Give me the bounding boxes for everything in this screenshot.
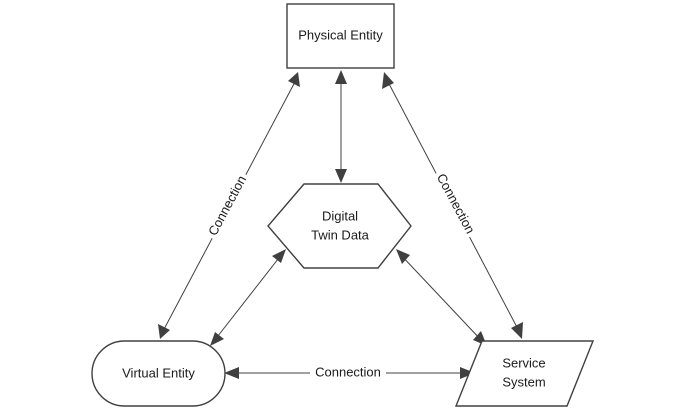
virtual-entity-label: Virtual Entity [122,365,195,380]
edge-digital-virtual [213,253,283,342]
arrowhead [272,249,286,263]
node-digital-twin-data: Digital Twin Data [267,183,412,269]
arrowheads [158,70,523,379]
arrowhead [335,169,347,183]
arrowhead [511,322,523,339]
arrowhead [335,70,347,84]
digital-twin-data-label-line2: Twin Data [311,227,370,242]
edge-label-physical-virtual: Connection [205,173,249,238]
arrowhead [396,249,410,264]
service-system-label-line1: Service [502,355,545,370]
arrowhead [460,367,475,379]
arrowhead [224,367,239,379]
node-virtual-entity: Virtual Entity [91,340,226,407]
node-physical-entity: Physical Entity [286,3,395,69]
edge-label-physical-service: Connection [434,171,478,236]
edge-digital-service [399,253,483,342]
edge-label-virtual-service: Connection [315,364,381,379]
arrowhead [210,332,224,346]
arrowhead [288,72,300,87]
physical-entity-label: Physical Entity [298,27,383,42]
arrowhead [158,324,170,339]
arrowhead [382,72,394,89]
node-service-system: Service System [454,340,595,407]
digital-twin-data-label-line1: Digital [322,208,358,223]
service-system-label-line2: System [502,374,545,389]
